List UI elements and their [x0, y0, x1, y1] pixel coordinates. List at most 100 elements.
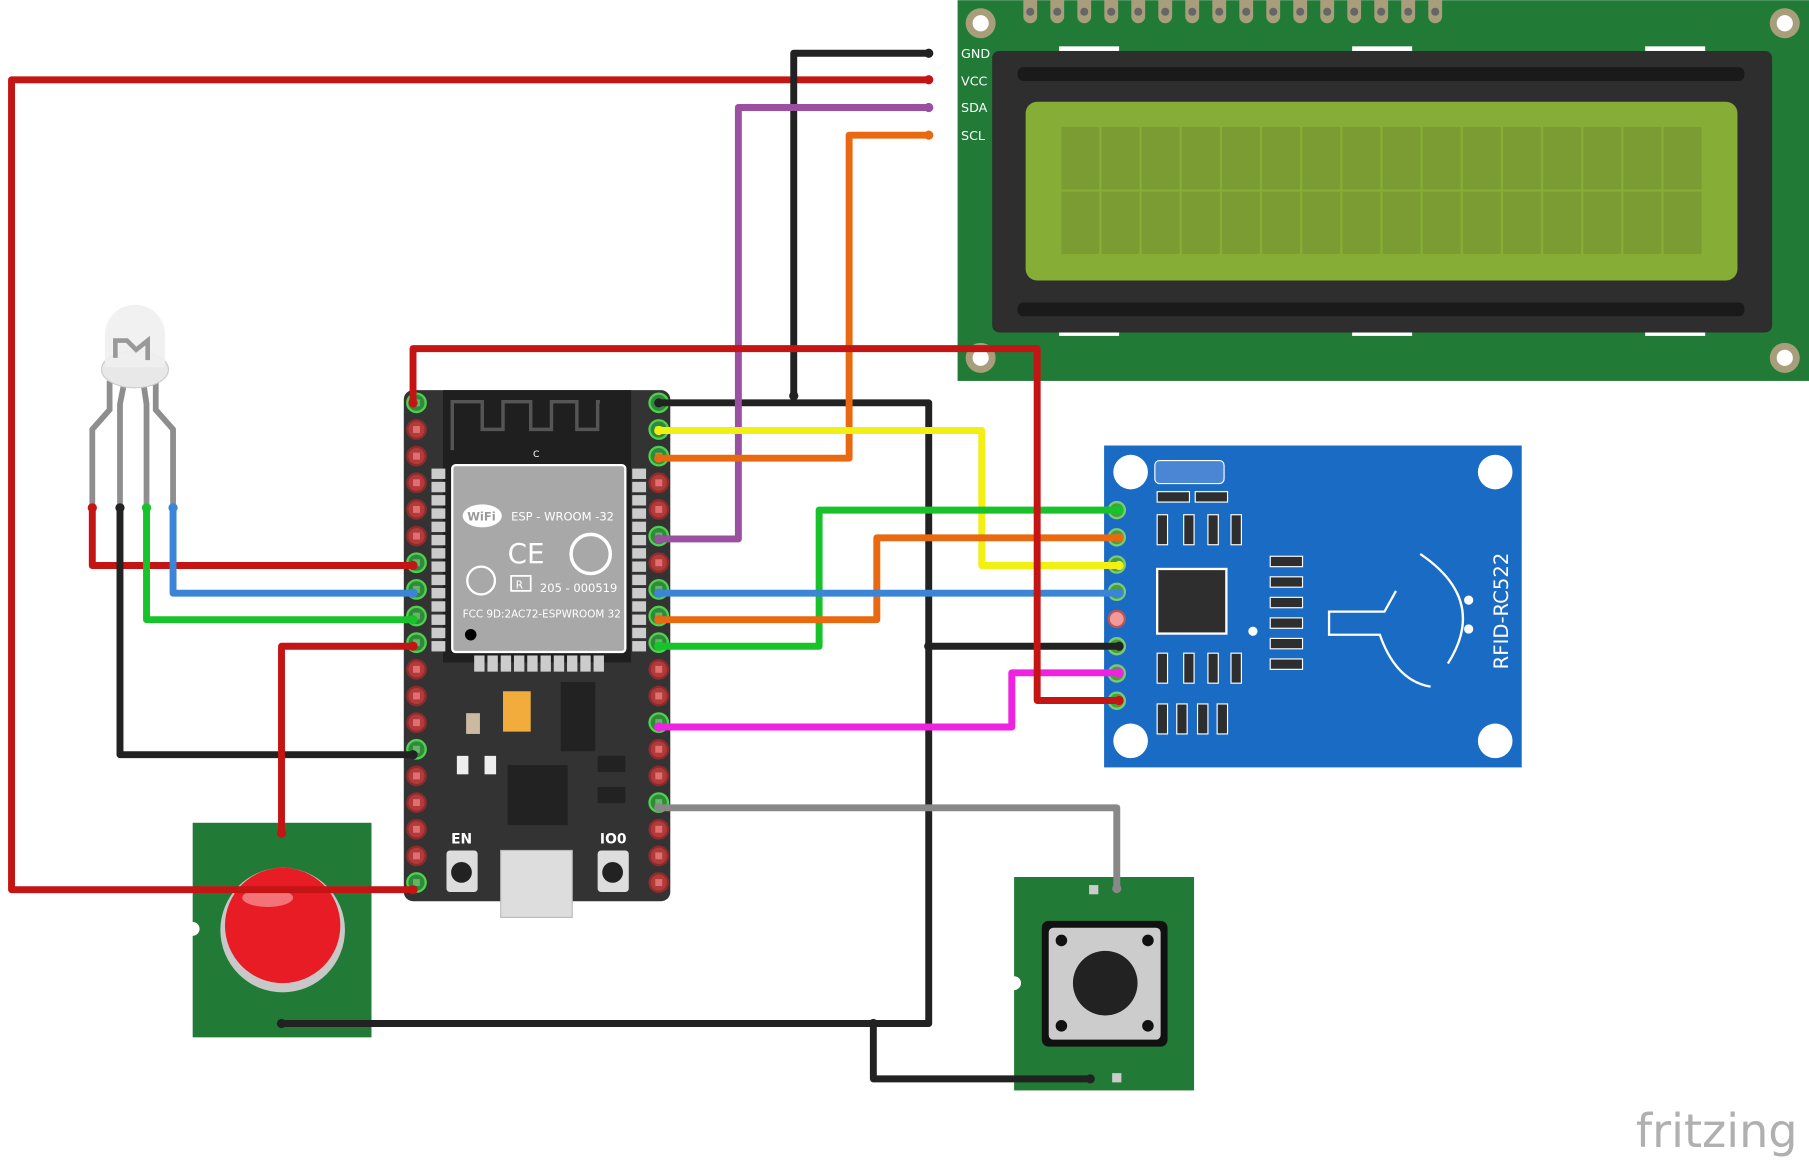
wire-endpoint[interactable] — [1114, 560, 1124, 571]
lcd-char-cell — [1663, 127, 1702, 190]
wire-scl[interactable] — [655, 131, 933, 462]
wire-gnd-lcd[interactable] — [790, 49, 933, 400]
wire-endpoint[interactable] — [115, 503, 125, 513]
wire-rfid-orange[interactable] — [655, 534, 1123, 624]
wire-endpoint[interactable] — [408, 560, 418, 571]
wire-rfid-3v3[interactable] — [409, 345, 1123, 704]
wire-endpoint[interactable] — [654, 534, 664, 544]
wire-endpoint[interactable] — [924, 641, 934, 651]
wire-endpoint[interactable] — [141, 503, 152, 513]
lcd-char-cell — [1663, 191, 1702, 255]
wire-endpoint[interactable] — [654, 615, 664, 625]
wire-endpoint[interactable] — [408, 641, 418, 651]
wire-endpoint[interactable] — [1085, 1074, 1095, 1084]
lcd-char-cell — [1503, 127, 1541, 190]
svg-text:R: R — [516, 580, 523, 592]
lcd-pin-labels: GND VCC SDA SCL — [961, 46, 990, 143]
lcd-pin-vcc: VCC — [961, 74, 988, 89]
wire-endpoint[interactable] — [1114, 641, 1124, 651]
wire-endpoint[interactable] — [408, 885, 418, 895]
wire-endpoint[interactable] — [408, 398, 418, 408]
tactile-pushbutton[interactable] — [1007, 877, 1195, 1091]
cert-number: 205 - 000519 — [540, 581, 617, 595]
wire-vcc-lcd[interactable] — [8, 76, 933, 894]
wire-endpoint[interactable] — [654, 588, 664, 598]
wire-rfid-magenta[interactable] — [655, 669, 1123, 731]
pushbutton-cap[interactable] — [1072, 950, 1138, 1016]
lcd-char-cell — [1262, 191, 1300, 255]
wire-button-signal[interactable] — [278, 642, 417, 837]
wire-gnd-pushbutton[interactable] — [869, 1020, 1094, 1083]
wire-endpoint[interactable] — [1114, 505, 1124, 515]
wire-rfid-yellow[interactable] — [655, 427, 1123, 569]
lcd-pin-gnd: GND — [961, 46, 990, 61]
rgb-led[interactable] — [89, 304, 176, 508]
wire-endpoint[interactable] — [87, 503, 97, 513]
red-arcade-button[interactable] — [185, 822, 372, 1038]
wire-endpoint[interactable] — [654, 398, 664, 408]
wire-endpoint[interactable] — [1114, 588, 1124, 598]
wire-endpoint[interactable] — [408, 750, 418, 760]
wire-endpoint[interactable] — [276, 828, 287, 838]
wire-led-red[interactable] — [88, 504, 417, 569]
wire-endpoint[interactable] — [924, 102, 934, 113]
rfid-header-pin[interactable] — [1107, 609, 1127, 629]
lcd-char-cell — [1342, 127, 1381, 190]
lcd-pin-sda: SDA — [961, 100, 988, 115]
lcd-char-cell — [1503, 191, 1541, 255]
wire-led-blue[interactable] — [169, 504, 417, 597]
lcd-char-cell — [1543, 191, 1582, 255]
wire-rfid-green[interactable] — [655, 506, 1123, 650]
io0-button-icon — [602, 862, 623, 883]
lcd-char-cell — [1583, 191, 1622, 255]
wire-endpoint[interactable] — [408, 615, 418, 625]
wire-gnd-rfid[interactable] — [655, 399, 1123, 650]
button-cap[interactable] — [224, 867, 341, 984]
module-name: ESP - WROOM -32 — [511, 510, 614, 524]
wire-pushbutton-signal[interactable] — [655, 804, 1121, 892]
wires[interactable] — [8, 48, 1124, 1084]
micro-usb-port[interactable] — [500, 849, 573, 918]
wire-endpoint[interactable] — [924, 48, 934, 58]
wire-endpoint[interactable] — [1114, 668, 1124, 678]
wire-endpoint[interactable] — [789, 391, 799, 401]
lcd-char-cell — [1422, 127, 1461, 190]
esp32-devkit-board[interactable]: C WiFi ESP - WROOM -32 CE R 205 - 000519… — [403, 390, 671, 918]
lcd-char-cell — [1141, 191, 1180, 255]
lcd-1602-module[interactable]: GND VCC SDA SCL — [957, 0, 1809, 381]
lcd-char-cell — [1623, 191, 1662, 255]
wire-endpoint[interactable] — [1112, 883, 1122, 894]
wire-endpoint[interactable] — [654, 722, 664, 732]
lcd-char-cell — [1141, 127, 1180, 190]
wire-endpoint[interactable] — [924, 130, 934, 140]
wire-endpoint[interactable] — [408, 588, 418, 598]
antenna-trace — [450, 399, 600, 451]
en-button[interactable]: EN — [446, 832, 478, 892]
ce-mark-icon: CE — [508, 537, 545, 570]
wire-gnd-button[interactable] — [278, 642, 933, 1027]
lcd-char-cell — [1382, 191, 1421, 255]
wire-endpoint[interactable] — [654, 425, 664, 436]
wire-endpoint[interactable] — [924, 75, 934, 85]
wire-led-common[interactable] — [116, 504, 417, 759]
lcd-char-cell — [1302, 191, 1341, 255]
wire-endpoint[interactable] — [654, 641, 664, 651]
wire-endpoint[interactable] — [1114, 695, 1124, 706]
usb-uart-chip — [507, 765, 568, 826]
io0-button[interactable]: IO0 — [597, 832, 629, 892]
en-button-icon — [451, 862, 472, 883]
wire-endpoint[interactable] — [276, 1018, 287, 1029]
wire-endpoint[interactable] — [654, 803, 664, 813]
wire-endpoint[interactable] — [168, 503, 178, 513]
lcd-char-cell — [1462, 191, 1501, 255]
wire-endpoint[interactable] — [1114, 533, 1124, 543]
wifi-logo-icon — [462, 504, 502, 528]
rfid-rc522-module[interactable]: RFID-RC522 — [1104, 445, 1522, 768]
wire-endpoint[interactable] — [654, 453, 664, 463]
wire-endpoint[interactable] — [868, 1018, 878, 1029]
wire-sda[interactable] — [655, 104, 933, 543]
lcd-char-cell — [1623, 127, 1662, 190]
wire-led-green[interactable] — [143, 504, 417, 624]
fritzing-watermark: fritzing — [1636, 1104, 1798, 1158]
